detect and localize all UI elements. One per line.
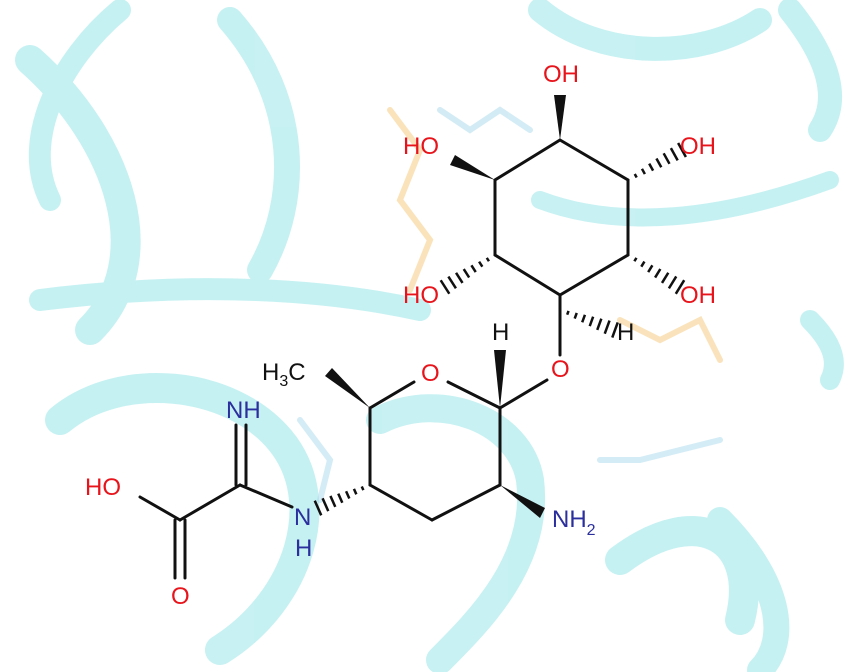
bonds: [138, 138, 630, 580]
hashed-bond: [313, 483, 372, 516]
protein-ribbon-background: [15, 0, 844, 672]
atom-labels: OH HO OH HO OH H H O O H3C NH HO O N H N…: [85, 61, 716, 610]
hashed-bonds: [313, 142, 687, 516]
label-h-anomeric: H: [492, 319, 509, 346]
label-ho-lower-left: HO: [403, 282, 439, 309]
label-acid-ho: HO: [85, 474, 121, 501]
label-amide-h: H: [295, 535, 312, 562]
svg-text:NH2: NH2: [552, 506, 596, 539]
label-methyl: H3C: [262, 359, 306, 390]
wedge-bonds: [325, 95, 566, 518]
label-amine: NH2: [552, 506, 596, 539]
label-h-inositol: H: [617, 319, 634, 346]
hashed-bond: [558, 308, 619, 338]
label-amide-n: N: [294, 504, 311, 531]
label-oh-top: OH: [543, 61, 579, 88]
label-o-glycosidic: O: [551, 356, 570, 383]
hashed-bond: [626, 142, 687, 182]
label-oh-lower-right: OH: [680, 282, 716, 309]
ligand-sticks-background: [297, 106, 723, 503]
label-oh-upper-right: OH: [680, 133, 716, 160]
label-o-ring: O: [421, 360, 440, 387]
hashed-bond: [439, 253, 497, 295]
label-imine-nh: NH: [226, 397, 261, 424]
hashed-bond: [626, 253, 686, 295]
label-carbonyl-o: O: [171, 583, 190, 610]
svg-text:H3C: H3C: [262, 359, 306, 390]
label-ho-upper-left: HO: [403, 133, 439, 160]
